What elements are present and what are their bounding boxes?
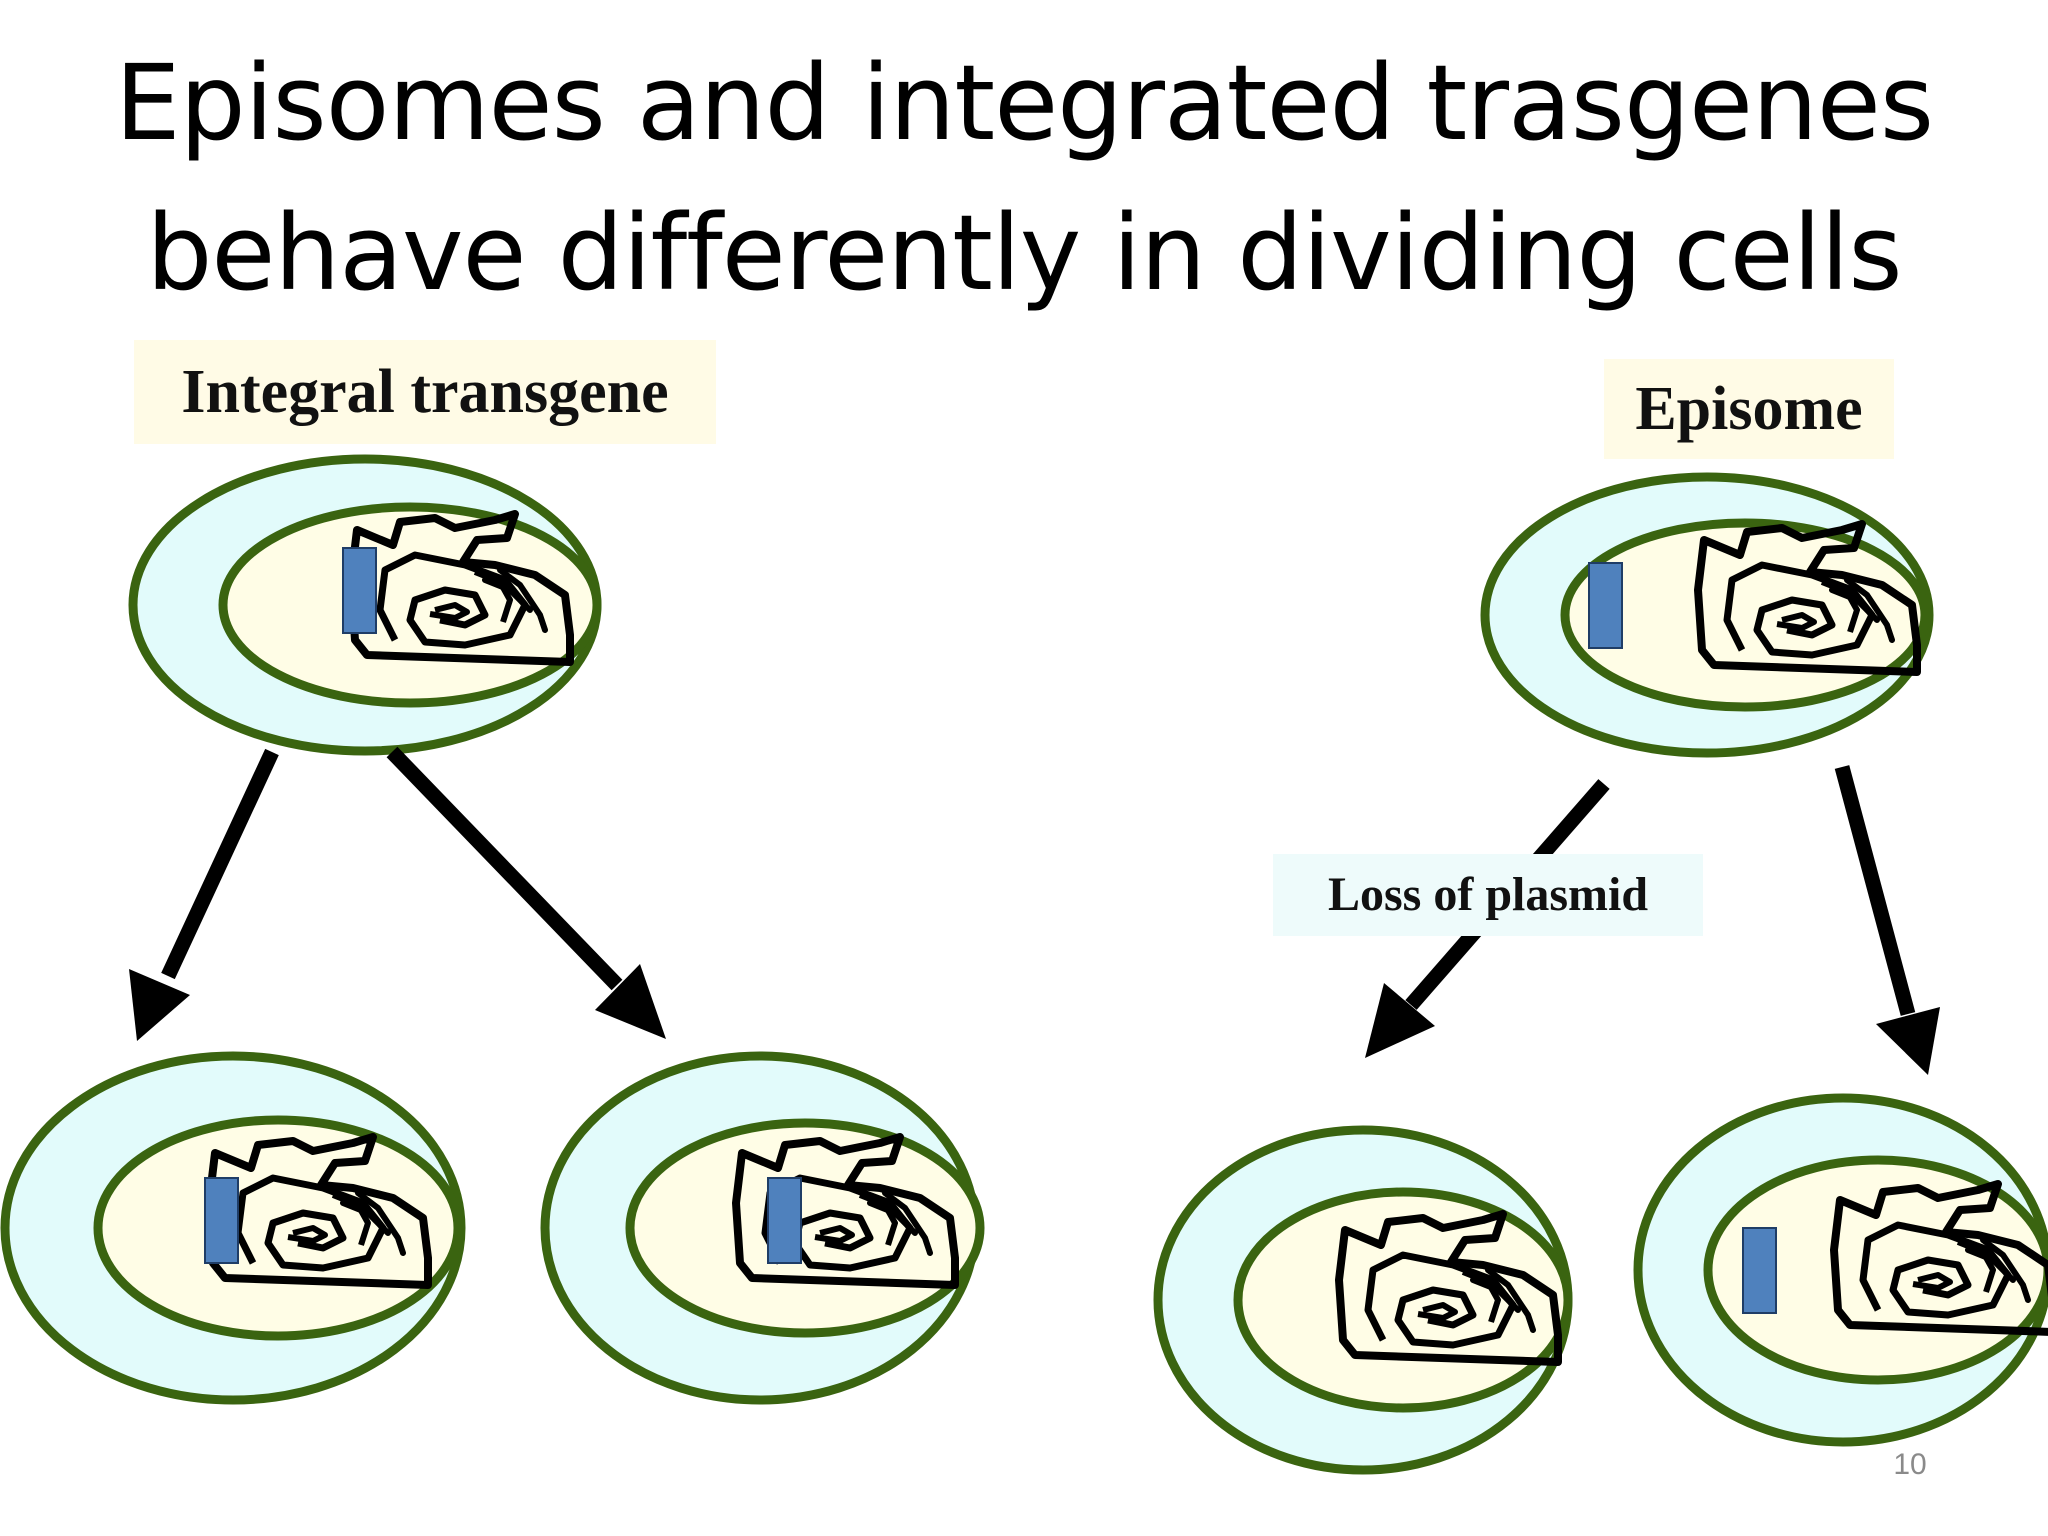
loss-of-plasmid-label: Loss of plasmid (1273, 854, 1703, 936)
nucleus (1560, 518, 1930, 712)
arrow-integral-left (129, 748, 279, 1041)
episome-parent-cell (1480, 472, 1934, 758)
page-number: 10 (1893, 1448, 1927, 1481)
plasmid-marker (1588, 562, 1623, 649)
integral-daughter-cell-left (0, 1051, 466, 1405)
transgene-marker (342, 547, 377, 634)
arrow-episome-right (1834, 765, 1940, 1075)
slide-title: Episomes and integrated trasgenes behave… (0, 28, 2048, 328)
slide-title-line-1: Episomes and integrated trasgenes (114, 42, 1934, 164)
arrow-integral-right (386, 746, 666, 1039)
plasmid-marker (1742, 1227, 1777, 1314)
nucleus (218, 502, 602, 708)
nucleus (93, 1115, 463, 1341)
integral-transgene-label: Integral transgene (134, 340, 716, 444)
nucleus (625, 1118, 985, 1338)
episome-daughter-cell-without-plasmid (1153, 1125, 1573, 1475)
episome-daughter-cell-with-plasmid (1633, 1093, 2048, 1447)
integral-daughter-cell-right (540, 1051, 985, 1405)
transgene-marker (767, 1177, 802, 1264)
slide-title-line-2: behave differently in dividing cells (146, 192, 1902, 314)
integral-parent-cell (128, 454, 602, 756)
transgene-marker (204, 1177, 239, 1264)
episome-label: Episome (1604, 359, 1894, 459)
